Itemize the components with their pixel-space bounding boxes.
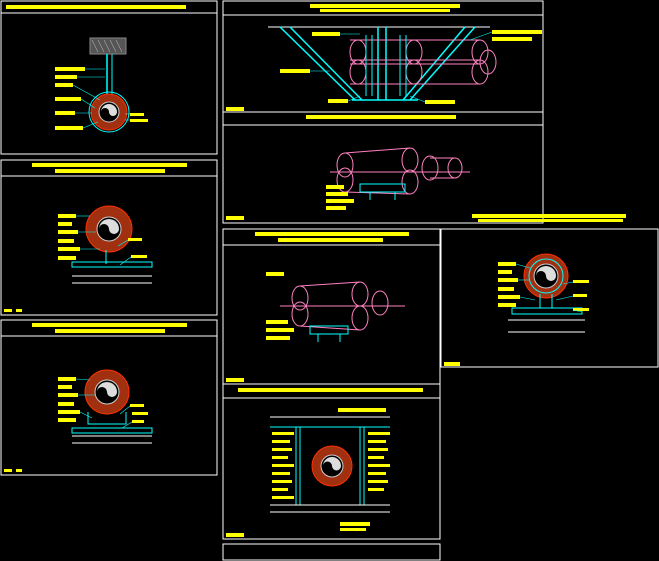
panel-4-title-bar-1 [310,4,460,8]
panel-8-clamp [528,258,564,294]
panel-3-title-bar-1 [32,323,187,327]
panel-6-labels [226,272,294,382]
panel-6 [222,228,441,385]
panel-7-pipe-fill [323,457,341,471]
panel-4-labels [226,30,542,111]
panel-1-pipe-fill [101,104,117,116]
panel-1 [0,0,218,155]
panel-3-title-bar-2 [55,329,165,333]
panel-5-support-legs [369,192,396,200]
panel-2-title-bar-2 [55,169,165,173]
panel-2 [0,159,218,316]
panel-7-frame-posts [295,427,365,505]
panel-6-title-bar-2 [278,238,383,242]
panel-3 [0,319,218,476]
panel-5 [222,124,544,224]
panel-7-title-bar [238,388,423,392]
panel-8 [440,228,659,368]
panel-3-frame [0,319,218,476]
panel-1-slab-hatch [91,39,123,53]
panel-5-labels [226,185,354,220]
panel-1-frame [0,0,218,155]
panel-2-frame [0,159,218,316]
panel-2-base-plate [71,261,153,268]
panel-3-leaders [75,378,133,429]
panel-5-frame [222,124,544,224]
panel-8-pipe-fill [536,266,556,281]
panel-6-support-plate [309,325,349,335]
panel-1-labels [55,67,148,130]
panel-6-support-legs [317,334,341,342]
panel-1-clamp [88,91,130,133]
panel-6-pipes [280,281,405,331]
panel-1-leaders [72,68,130,129]
panel-8-title-bar-2 [478,219,623,222]
panel-3-pipe-fill [97,382,117,397]
bottom-strip-frame [222,543,441,561]
panel-3-labels [4,377,148,472]
panel-5-title-bar [306,115,456,119]
panel-5-support-plate [359,183,406,193]
panel-7-top-label [338,408,386,412]
panel-8-title-bar-1 [472,214,626,218]
panel-3-saddle [87,412,127,425]
panel-2-leaders [76,215,132,266]
panel-6-title-bar-1 [255,232,409,236]
panel-8-leaders [515,263,583,313]
panel-2-labels [4,214,147,312]
panel-2-title-bar-1 [32,163,187,167]
panel-4-title-bar-2 [320,9,450,12]
panel-3-base-plate [71,427,153,434]
panel-4-vertical-posts [365,35,407,96]
panel-7-labels [226,432,390,537]
panel-1-title-bar [6,5,186,9]
panel-2-pipe-fill [99,219,119,234]
panel-1-ceiling-slab [89,37,127,55]
panel-8-frame [440,228,659,368]
panel-8-support-rods [539,294,553,308]
panel-4-leaders [310,31,493,103]
panel-5-pipes [330,147,470,195]
panel-7-frame [222,383,441,540]
panel-4 [222,0,544,126]
panel-7 [222,383,441,540]
panel-8-labels [444,262,589,366]
